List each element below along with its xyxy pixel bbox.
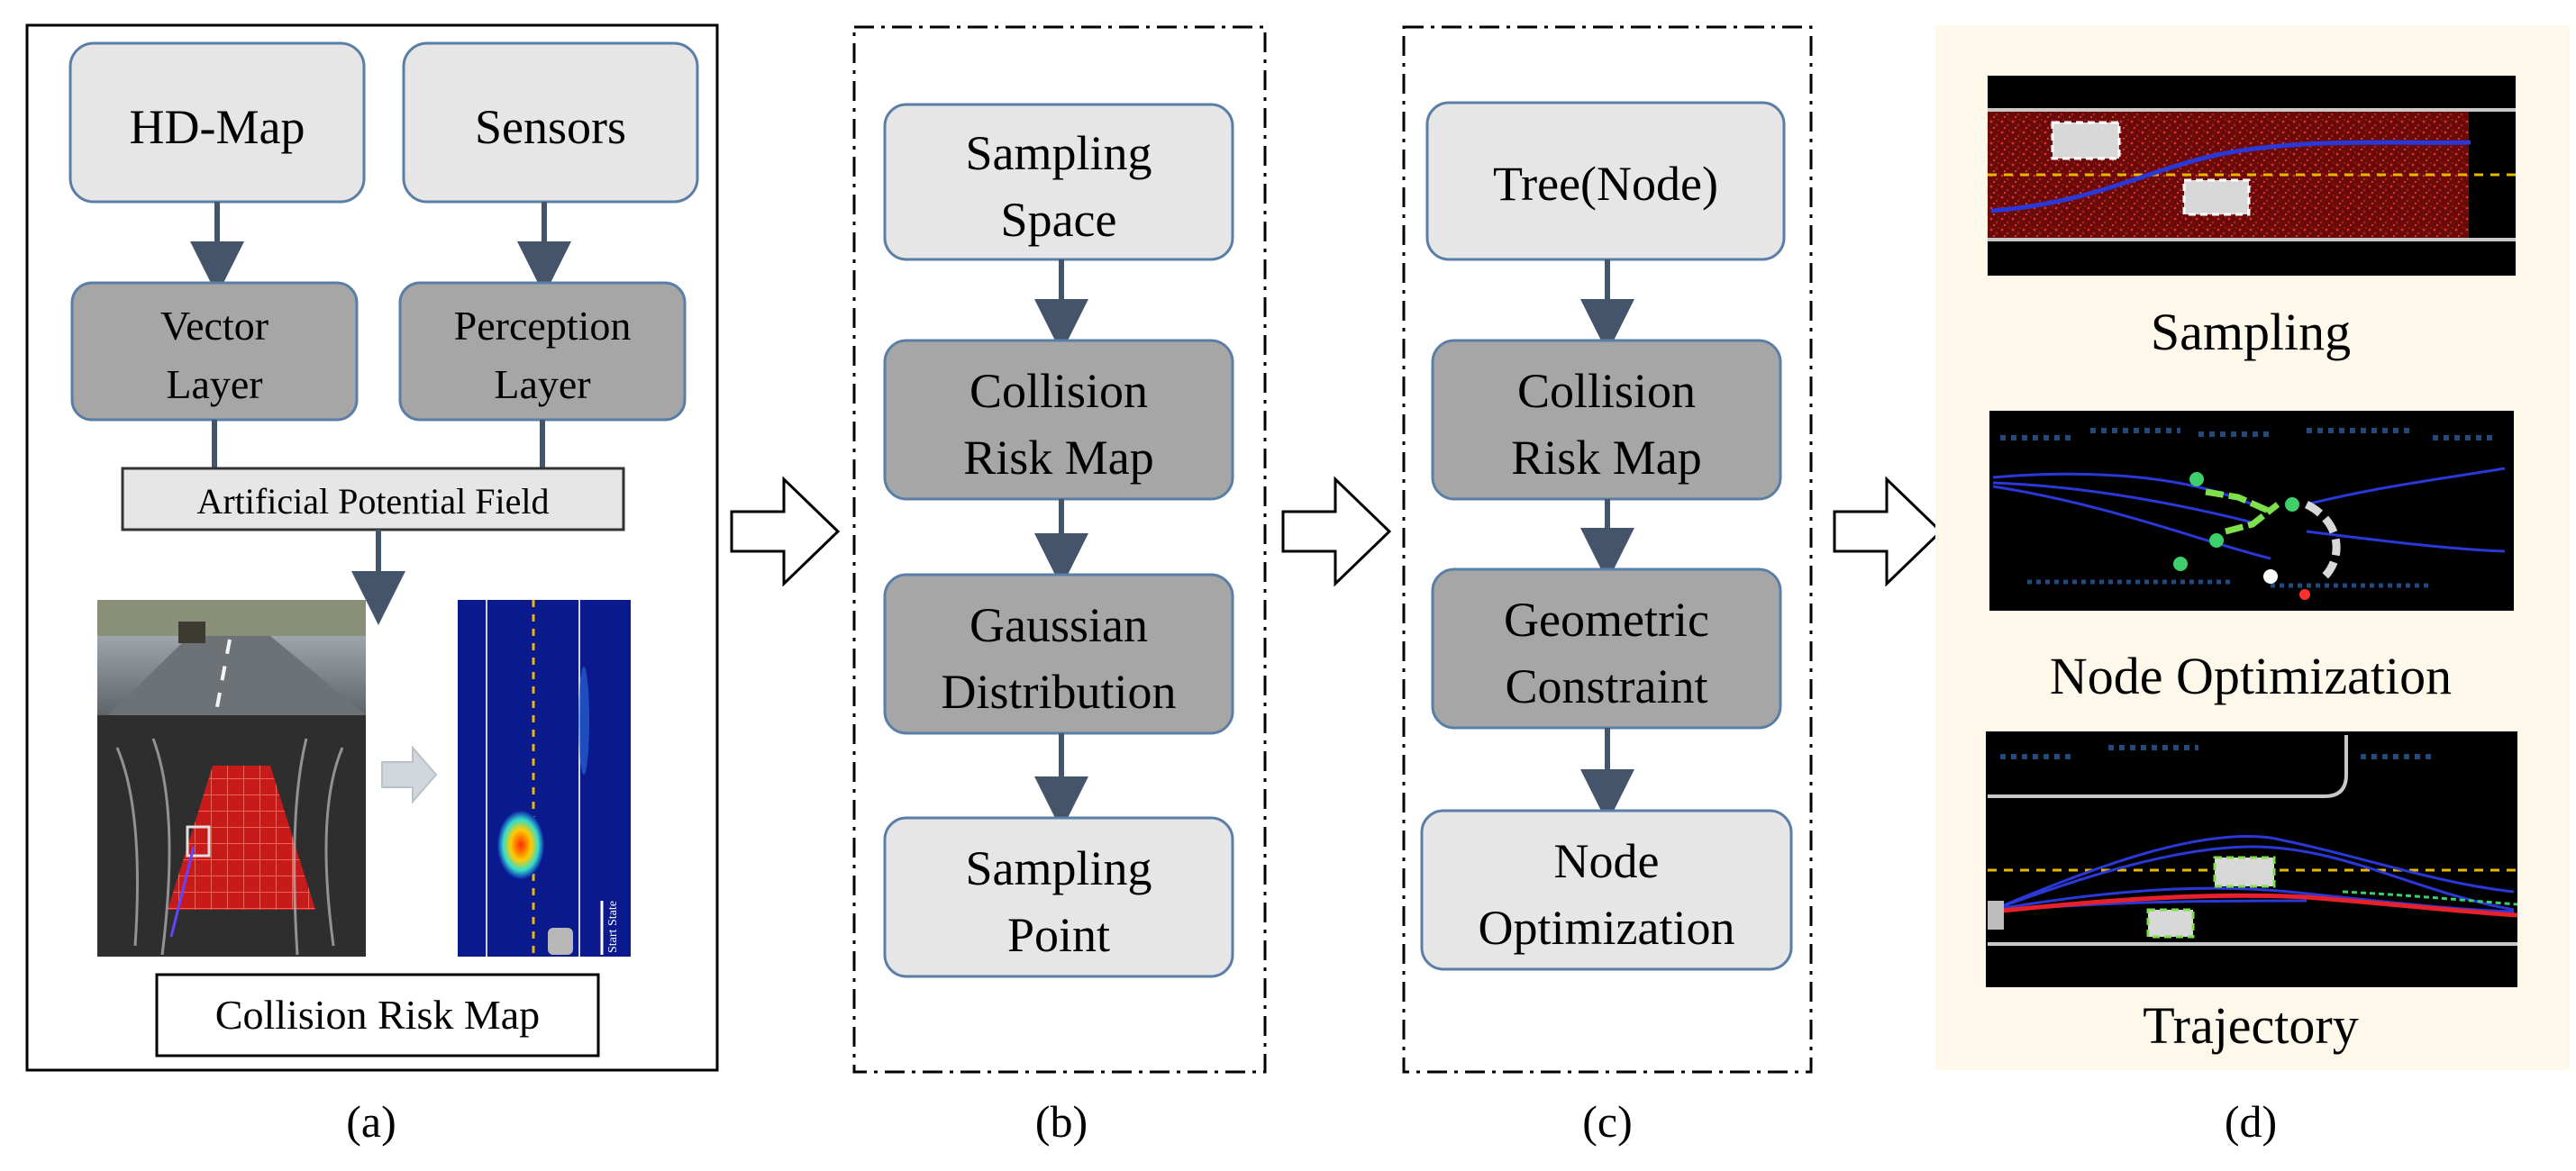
start-state-label: Start State [606, 901, 620, 953]
sensors-label: Sensors [475, 100, 626, 154]
gaussian-box: Gaussian Distribution [883, 573, 1234, 735]
perception-layer-box: Perception Layer [398, 281, 687, 422]
apf-label: Artificial Potential Field [196, 481, 549, 522]
b-crm-line1: Collision [969, 364, 1148, 418]
trajectory-caption: Trajectory [2143, 996, 2358, 1055]
b-crm-line2: Risk Map [963, 431, 1154, 485]
gaussian-line1: Gaussian [969, 598, 1148, 652]
crm-box: Collision Risk Map [155, 973, 600, 1058]
sampling-space-box: Sampling Space [883, 103, 1234, 261]
c-crm-line2: Risk Map [1511, 431, 1702, 485]
sampling-image [1988, 76, 2516, 276]
panel-d: Sampling Node Optimization [1935, 25, 2570, 1070]
node-optimization-caption: Node Optimization [2050, 647, 2452, 705]
sampling-space-line1: Sampling [965, 126, 1151, 180]
flow-arrow-b-c [1281, 476, 1392, 587]
panel-a-frame [25, 23, 719, 1072]
flow-arrow-a-b [730, 476, 841, 587]
trajectory-image [1986, 731, 2518, 987]
lidar-image [97, 715, 366, 957]
vector-layer-box: Vector Layer [70, 281, 359, 422]
perception-layer-line2: Layer [494, 361, 590, 407]
tree-node-label: Tree(Node) [1493, 157, 1718, 211]
caption-b: (b) [1035, 1096, 1088, 1147]
hd-map-label: HD-Map [130, 100, 305, 154]
panel-c: Tree(Node) Collision Risk Map Geometric … [1402, 25, 1813, 1074]
caption-d: (d) [2225, 1096, 2277, 1147]
sampling-space-line2: Space [1001, 193, 1117, 247]
node-optimization-image [1989, 411, 2514, 611]
hd-map-box: HD-Map [68, 41, 366, 204]
perception-layer-line1: Perception [454, 303, 632, 349]
panel-b: Sampling Space Collision Risk Map Gaussi… [852, 25, 1267, 1074]
panel-a: HD-Map Sensors Vector Layer Perception L… [25, 23, 719, 1072]
gaussian-line2: Distribution [941, 665, 1176, 719]
b-collision-risk-map-box: Collision Risk Map [883, 339, 1234, 501]
vector-layer-line1: Vector [160, 303, 269, 349]
flow-arrow-c-d [1833, 476, 1943, 587]
node-optimization-box: Node Optimization [1420, 809, 1793, 971]
caption-c: (c) [1582, 1096, 1633, 1147]
camera-image [97, 600, 366, 715]
geometric-line1: Geometric [1504, 593, 1709, 647]
node-opt-line1: Node [1554, 834, 1660, 888]
apf-box: Artificial Potential Field [121, 467, 625, 531]
c-crm-line1: Collision [1517, 364, 1696, 418]
panel-c-frame [1402, 25, 1813, 1074]
sampling-point-line1: Sampling [965, 841, 1151, 895]
c-collision-risk-map-box: Collision Risk Map [1431, 339, 1782, 501]
sampling-caption: Sampling [2151, 303, 2351, 361]
node-opt-line2: Optimization [1479, 901, 1735, 955]
image-transform-arrow [381, 745, 438, 804]
sensors-box: Sensors [402, 41, 699, 204]
sampling-point-box: Sampling Point [883, 816, 1234, 978]
geometric-constraint-box: Geometric Constraint [1431, 567, 1782, 730]
panel-b-frame [852, 25, 1267, 1074]
vector-layer-line2: Layer [166, 361, 262, 407]
heatmap-image: Start State [458, 600, 631, 957]
geometric-line2: Constraint [1506, 659, 1708, 713]
tree-node-box: Tree(Node) [1425, 101, 1786, 261]
caption-a: (a) [346, 1096, 396, 1147]
crm-label: Collision Risk Map [215, 992, 540, 1038]
sampling-point-line2: Point [1007, 908, 1110, 962]
